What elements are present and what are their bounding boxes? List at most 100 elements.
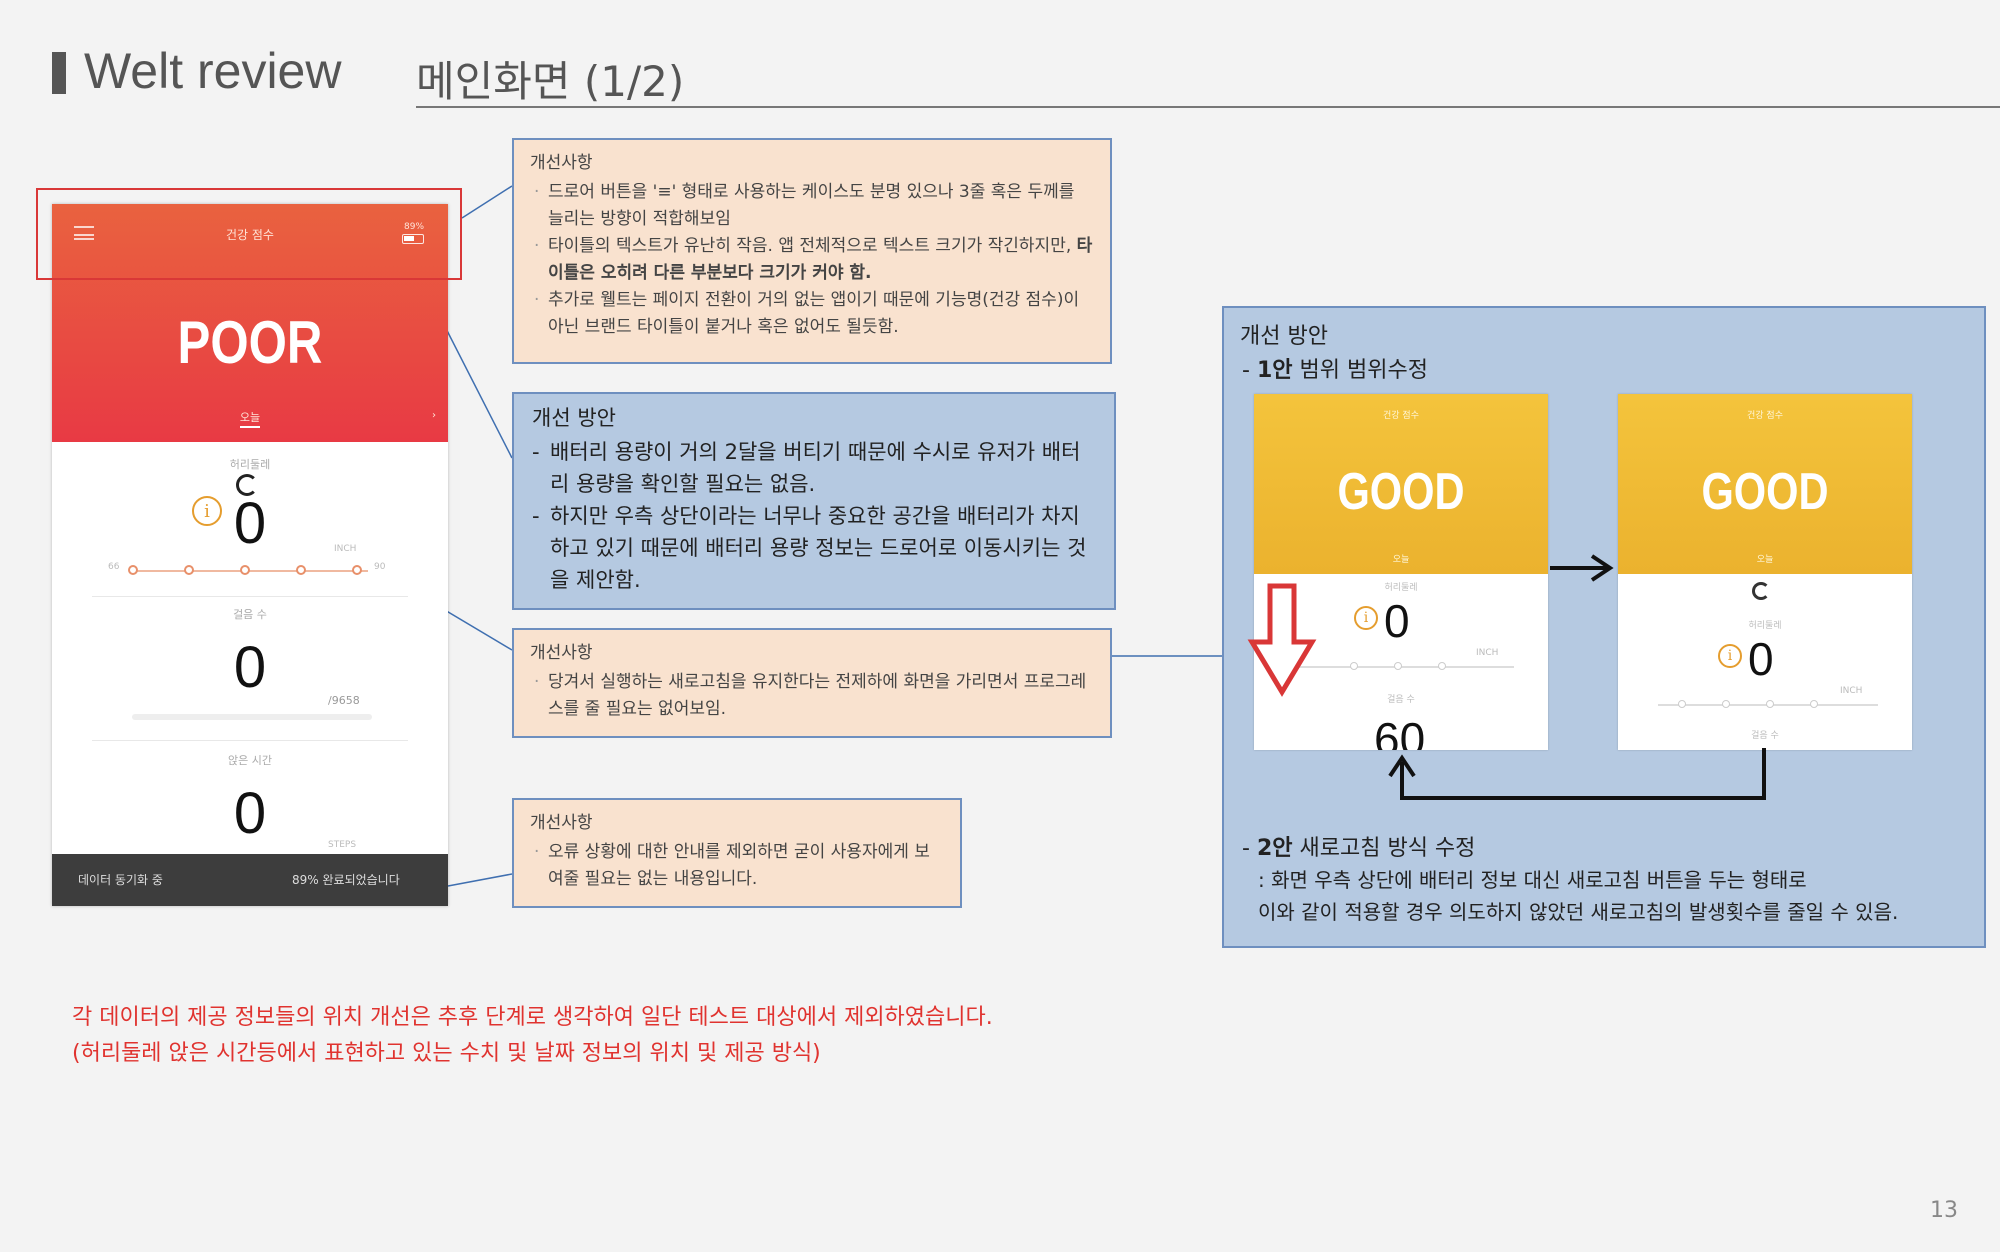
waist-value: 0 [233,491,267,556]
note-item: 추가로 웰트는 페이지 전환이 거의 없는 앱이기 때문에 기능명(건강 점수)… [530,287,1094,341]
info-icon[interactable]: i [192,496,222,526]
scope-note-line1: 각 데이터의 제공 정보들의 위치 개선은 추후 단계로 생각하여 일단 테스트… [72,1005,993,1030]
battery-percent: 89% [404,222,425,232]
improvement-note-progress: 개선사항 당겨서 실행하는 새로고침을 유지한다는 전제하에 화면을 가리면서 … [512,628,1112,738]
note-item: 타이틀의 텍스트가 유난히 작음. 앱 전체적으로 텍스트 크기가 작긴하지만,… [530,233,1094,287]
steps-progress-bar [132,714,372,720]
improvement-plan-battery: 개선 방안 배터리 용량이 거의 2달을 버티기 때문에 수시로 유저가 배터리… [512,392,1116,610]
plan-item: 하지만 우측 상단이라는 너무나 중요한 공간을 배터리가 차지하고 있기 때문… [532,500,1096,596]
mockup-scale-track [1294,666,1514,668]
page-subtitle: 메인화면 (1/2) [416,57,685,106]
mockup-steps-label: 걸음 수 [1751,731,1779,741]
header-highlight-box [36,188,462,280]
scale-dot [240,565,250,575]
page-number: 13 [1930,1198,1958,1223]
health-status: POOR [177,309,323,376]
sync-status-right: 89% 완료되었습니다 [292,873,400,887]
scope-note: 각 데이터의 제공 정보들의 위치 개선은 추후 단계로 생각하여 일단 테스트… [72,1000,993,1072]
scope-note-line2: (허리둘레 앉은 시간등에서 표현하고 있는 수치 및 날짜 정보의 위치 및 … [72,1041,821,1066]
option1-text: - 1안 범위 범위수정 [1242,358,1428,383]
scale-dot [296,565,306,575]
mockup-status: GOOD [1701,463,1829,521]
sitting-value: 0 [233,781,267,846]
scale-dot [1394,662,1402,670]
chevron-right-icon[interactable]: › [432,410,436,421]
waist-scale-min: 66 [108,562,120,572]
sync-status-bar: 데이터 동기화 중 89% 완료되었습니다 [52,854,448,906]
mockup-unit: INCH [1840,686,1863,696]
refresh-spinner-icon [236,474,258,496]
mockup-header-title: 건강 점수 [1383,411,1419,421]
waist-scale-max: 90 [374,562,386,572]
refresh-icon [1752,582,1770,600]
mockup-header-area [1618,394,1912,574]
scale-dot [1722,700,1730,708]
note-emphasis: 타이틀은 오히려 다른 부분보다 크기가 커야 함. [548,236,1093,283]
mockup-tab: 오늘 [1756,555,1774,565]
drawer-menu-icon[interactable] [74,226,94,240]
mockup-waist-value: 0 [1748,633,1774,685]
plan-item: 배터리 용량이 거의 2달을 버티기 때문에 수시로 유저가 배터리 용량을 확… [532,436,1096,500]
note-item: 드로어 버튼을 '≡' 형태로 사용하는 케이스도 분명 있으나 3줄 혹은 두… [530,179,1094,233]
info-icon: i [1354,606,1378,630]
arrow-down-red-icon [1247,583,1317,697]
mockup-waist-label: 허리둘레 [1748,621,1782,631]
mockup-steps-label: 걸음 수 [1387,695,1415,705]
info-icon: i [1718,644,1742,668]
note-heading: 개선사항 [530,813,593,833]
tab-today[interactable]: 오늘 [239,411,261,424]
steps-label: 걸음 수 [233,608,267,621]
mockup-status: GOOD [1337,463,1465,521]
title-divider [416,106,2000,108]
waist-label: 허리둘레 [229,458,271,471]
improvement-note-title: 개선사항 드로어 버튼을 '≡' 형태로 사용하는 케이스도 분명 있으나 3줄… [512,138,1112,364]
plan-heading: 개선 방안 [532,406,616,430]
sitting-label: 앉은 시간 [228,754,272,767]
steps-goal: /9658 [328,694,360,707]
phone-header-title: 건강 점수 [226,228,274,242]
mockup-header-title: 건강 점수 [1747,411,1783,421]
page-title: Welt review [84,43,342,99]
improvement-note-sync: 개선사항 오류 상황에 대한 안내를 제외하면 굳이 사용자에게 보여줄 필요는… [512,798,962,908]
note-heading: 개선사항 [530,643,593,663]
scale-dot [184,565,194,575]
mockup-unit: INCH [1476,648,1499,658]
scale-dot [352,565,362,575]
mockup-waist-value: 0 [1384,595,1410,647]
scale-dot [1350,662,1358,670]
scale-dot [128,565,138,575]
mockup-option-a: 건강 점수 GOOD 오늘 허리둘레 i 0 INCH 걸음 수 60 [1254,394,1548,750]
sitting-unit: STEPS [328,840,357,850]
waist-scale-track [132,570,368,572]
panel-heading: 개선 방안 [1240,324,1328,349]
scale-dot [1766,700,1774,708]
note-item: 당겨서 실행하는 새로고침을 유지한다는 전제하에 화면을 가리면서 프로그레스… [530,669,1094,723]
steps-value: 0 [233,635,267,700]
waist-unit: INCH [334,544,357,554]
phone-header-area [52,204,448,442]
scale-dot [1678,700,1686,708]
scale-dot [1810,700,1818,708]
battery-icon [402,234,424,244]
mockup-option-b: 건강 점수 GOOD 오늘 허리둘레 i 0 INCH 걸음 수 [1618,394,1912,750]
mockup-waist-label: 허리둘레 [1384,583,1418,593]
mockup-steps-value: 60 [1374,713,1426,750]
improvement-plan-panel: 개선 방안 - 1안 범위 범위수정 건강 점수 GOOD 오늘 허리둘레 i … [1222,306,1986,948]
flow-arrows [1247,554,1766,800]
note-item: 오류 상황에 대한 안내를 제외하면 굳이 사용자에게 보여줄 필요는 없는 내… [530,839,944,893]
option2-detail-2: 이와 같이 적용할 경우 의도하지 않았던 새로고침의 발생횟수를 줄일 수 있… [1258,900,1899,924]
section-divider [92,740,408,741]
title-accent-bar [52,52,66,94]
section-divider [92,596,408,597]
scale-dot [1438,662,1446,670]
arrow-return-icon [1388,748,1766,800]
sync-status-left: 데이터 동기화 중 [78,873,163,887]
option2-detail-1: : 화면 우측 상단에 배터리 정보 대신 새로고침 버튼을 두는 형태로 [1258,868,1807,892]
tab-indicator [240,426,260,428]
note-heading: 개선사항 [530,153,593,173]
mockup-header-area [1254,394,1548,574]
phone-screenshot: 건강 점수 89% POOR 오늘 › 허리둘레 i 0 INCH 66 90 … [52,204,448,906]
option2-text: - 2안 새로고침 방식 수정 [1242,836,1476,861]
arrow-right-icon [1550,554,1614,582]
mockup-tab: 오늘 [1392,555,1410,565]
